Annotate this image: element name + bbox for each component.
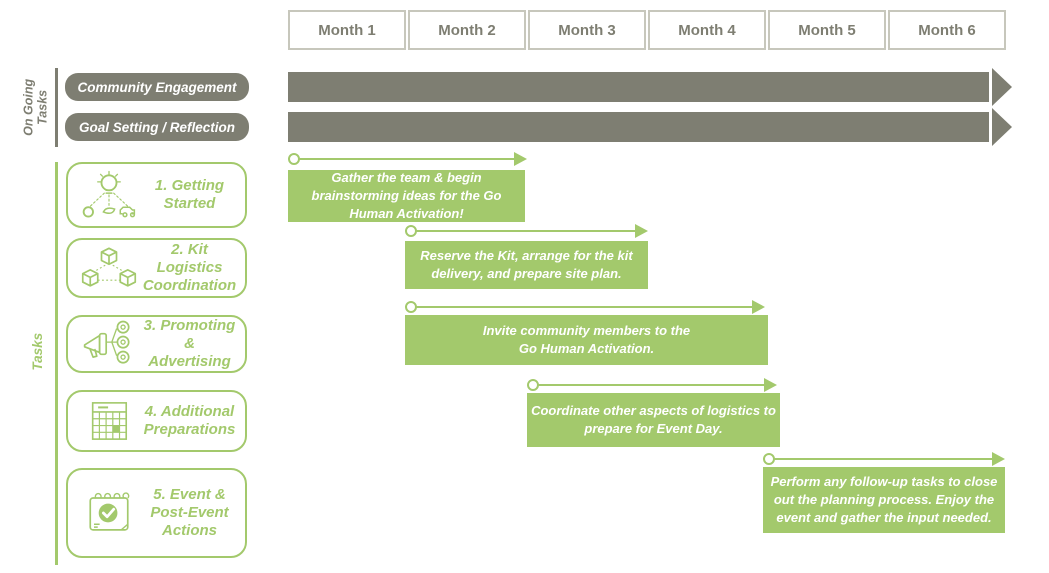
- ongoing-section-divider: [55, 68, 58, 147]
- arrowhead-icon: [514, 152, 527, 166]
- ongoing-item-community-engagement: Community Engagement: [65, 73, 249, 101]
- task-label: 2. Kit Logistics Coordination: [142, 240, 237, 295]
- month-header-6: Month 6: [888, 10, 1006, 50]
- cubes-network-icon: [76, 243, 142, 293]
- ongoing-item-goal-setting: Goal Setting / Reflection: [65, 113, 249, 141]
- month-header-2: Month 2: [408, 10, 526, 50]
- calendar-check-icon: [76, 485, 142, 541]
- month-header-4: Month 4: [648, 10, 766, 50]
- arrowhead-icon: [764, 378, 777, 392]
- ongoing-section-label: On Going Tasks: [21, 78, 50, 136]
- task-label: 5. Event & Post-Event Actions: [150, 485, 229, 540]
- task-label: 3. Promoting & Advertising: [143, 316, 236, 371]
- month-header-3: Month 3: [528, 10, 646, 50]
- task-card-promoting: 3. Promoting & Advertising: [66, 315, 247, 373]
- task-card-event-actions: 5. Event & Post-Event Actions: [66, 468, 247, 558]
- arrowhead-icon: [992, 68, 1012, 106]
- arrowhead-icon: [752, 300, 765, 314]
- task-card-kit-logistics: 2. Kit Logistics Coordination: [66, 238, 247, 298]
- task-desc-event-actions: Perform any follow-up tasks to close out…: [763, 467, 1005, 533]
- task-arrow-kit-logistics: [405, 224, 648, 239]
- tasks-section-label: Tasks: [30, 332, 46, 371]
- arrowhead-icon: [635, 224, 648, 238]
- arrow-line: [416, 230, 637, 232]
- arrowhead-icon: [992, 452, 1005, 466]
- ongoing-bar-community-engagement: [288, 68, 1012, 106]
- task-desc-promoting: Invite community members to the Go Human…: [405, 315, 768, 365]
- task-label: 1. Getting Started: [154, 176, 225, 212]
- task-card-additional-preparations: 4. Additional Preparations: [66, 390, 247, 452]
- lightbulb-brainstorm-icon: [76, 169, 142, 221]
- task-arrow-event-actions: [763, 452, 1005, 467]
- arrow-line: [416, 306, 754, 308]
- bar-body: [288, 72, 989, 102]
- task-label: 4. Additional Preparations: [143, 402, 236, 438]
- task-arrow-promoting: [405, 300, 765, 315]
- task-desc-getting-started: Gather the team & begin brainstorming id…: [288, 170, 525, 222]
- bar-body: [288, 112, 989, 142]
- month-header-1: Month 1: [288, 10, 406, 50]
- task-arrow-additional-preparations: [527, 378, 777, 393]
- month-header-5: Month 5: [768, 10, 886, 50]
- task-desc-additional-preparations: Coordinate other aspects of logistics to…: [527, 393, 780, 447]
- arrow-line: [774, 458, 994, 460]
- arrowhead-icon: [992, 108, 1012, 146]
- ongoing-bar-goal-setting: [288, 108, 1012, 146]
- arrow-line: [538, 384, 766, 386]
- arrow-line: [299, 158, 516, 160]
- task-desc-kit-logistics: Reserve the Kit, arrange for the kit del…: [405, 241, 648, 289]
- task-arrow-getting-started: [288, 152, 527, 167]
- megaphone-audience-icon: [76, 318, 142, 370]
- calendar-grid-icon: [76, 396, 142, 446]
- task-card-getting-started: 1. Getting Started: [66, 162, 247, 228]
- tasks-section-divider: [55, 162, 58, 565]
